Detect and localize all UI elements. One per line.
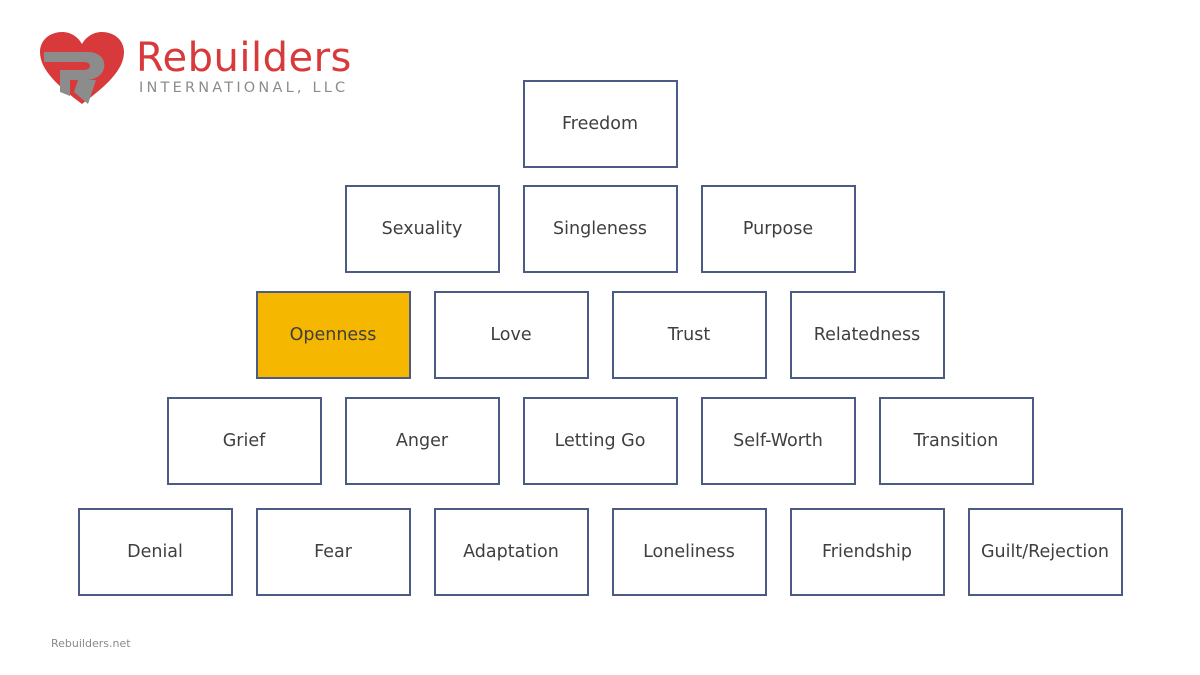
pyramid-box-self-worth: Self-Worth — [700, 397, 856, 485]
pyramid-box-sexuality: Sexuality — [344, 185, 500, 273]
pyramid-box-freedom: Freedom — [522, 80, 678, 168]
footer-url: Rebuilders.net — [51, 637, 131, 650]
pyramid-box-grief: Grief — [166, 397, 322, 485]
pyramid-box-adaptation: Adaptation — [433, 508, 589, 596]
heart-r-logo-icon — [40, 32, 124, 104]
pyramid-box-anger: Anger — [344, 397, 500, 485]
pyramid-box-loneliness: Loneliness — [611, 508, 767, 596]
pyramid-box-openness: Openness — [255, 291, 411, 379]
company-logo: Rebuilders INTERNATIONAL, LLC — [38, 30, 378, 110]
pyramid-box-trust: Trust — [611, 291, 767, 379]
pyramid-box-transition: Transition — [878, 397, 1034, 485]
pyramid-box-guilt-rejection: Guilt/Rejection — [967, 508, 1123, 596]
logo-subtitle: INTERNATIONAL, LLC — [139, 80, 349, 96]
pyramid-box-fear: Fear — [255, 508, 411, 596]
pyramid-box-singleness: Singleness — [522, 185, 678, 273]
pyramid-box-love: Love — [433, 291, 589, 379]
logo-wordmark: Rebuilders — [136, 35, 352, 81]
pyramid-box-relatedness: Relatedness — [789, 291, 945, 379]
pyramid-box-friendship: Friendship — [789, 508, 945, 596]
pyramid-box-purpose: Purpose — [700, 185, 856, 273]
pyramid-box-denial: Denial — [77, 508, 233, 596]
pyramid-box-letting-go: Letting Go — [522, 397, 678, 485]
